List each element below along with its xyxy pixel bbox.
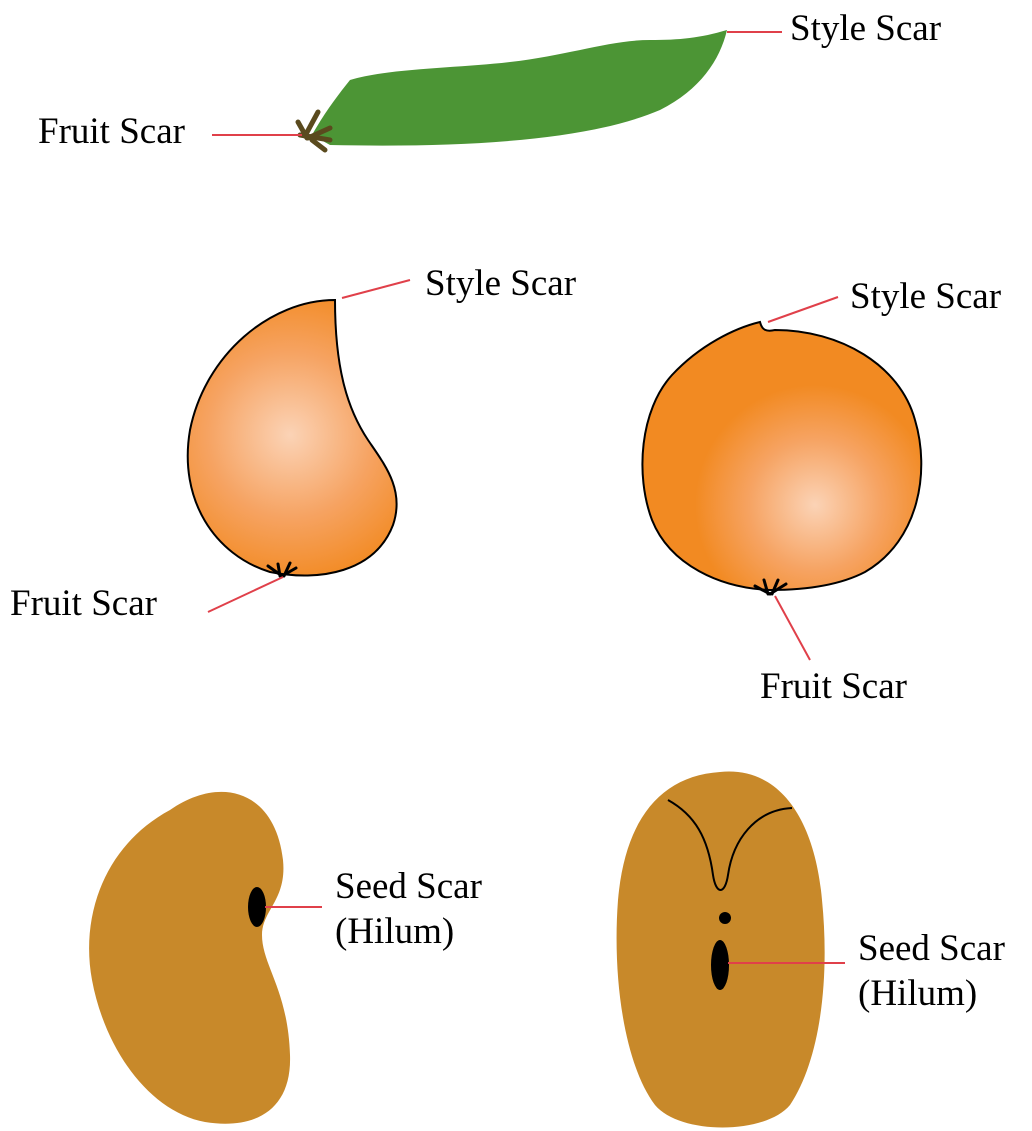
seed-left-hilum-label-line1: Seed Scar [335, 866, 482, 907]
pod-body [312, 30, 727, 146]
seed-right-hilum-icon [711, 940, 729, 990]
fruit-left-group: Style Scar Fruit Scar [10, 263, 576, 624]
seed-left-hilum-label-line2: (Hilum) [335, 911, 454, 952]
seed-right-dot-icon [719, 912, 731, 924]
seed-right-group: Seed Scar (Hilum) [617, 772, 1005, 1128]
seed-right-hilum-label-line1: Seed Scar [858, 928, 1005, 969]
fruit-right-style-scar-label: Style Scar [850, 276, 1001, 317]
fruit-right-body [642, 322, 921, 590]
pod-group: Style Scar Fruit Scar [38, 8, 941, 152]
fruit-right-style-scar-leader [768, 297, 838, 322]
fruit-left-style-scar-leader [342, 280, 410, 298]
fruit-right-fruit-scar-label: Fruit Scar [760, 666, 907, 707]
seed-left-body [89, 792, 290, 1124]
fruit-left-fruit-scar-leader [208, 577, 283, 612]
fruit-right-fruit-scar-leader [775, 596, 810, 660]
seed-left-hilum-icon [248, 887, 266, 927]
pod-fruit-scar-label: Fruit Scar [38, 111, 185, 152]
fruit-left-style-scar-label: Style Scar [425, 263, 576, 304]
fruit-right-group: Style Scar Fruit Scar [642, 276, 1001, 707]
fruit-left-body [188, 300, 397, 576]
pod-style-scar-label: Style Scar [790, 8, 941, 49]
seed-right-hilum-label-line2: (Hilum) [858, 973, 977, 1014]
seed-left-group: Seed Scar (Hilum) [89, 792, 482, 1124]
fruit-left-fruit-scar-label: Fruit Scar [10, 583, 157, 624]
